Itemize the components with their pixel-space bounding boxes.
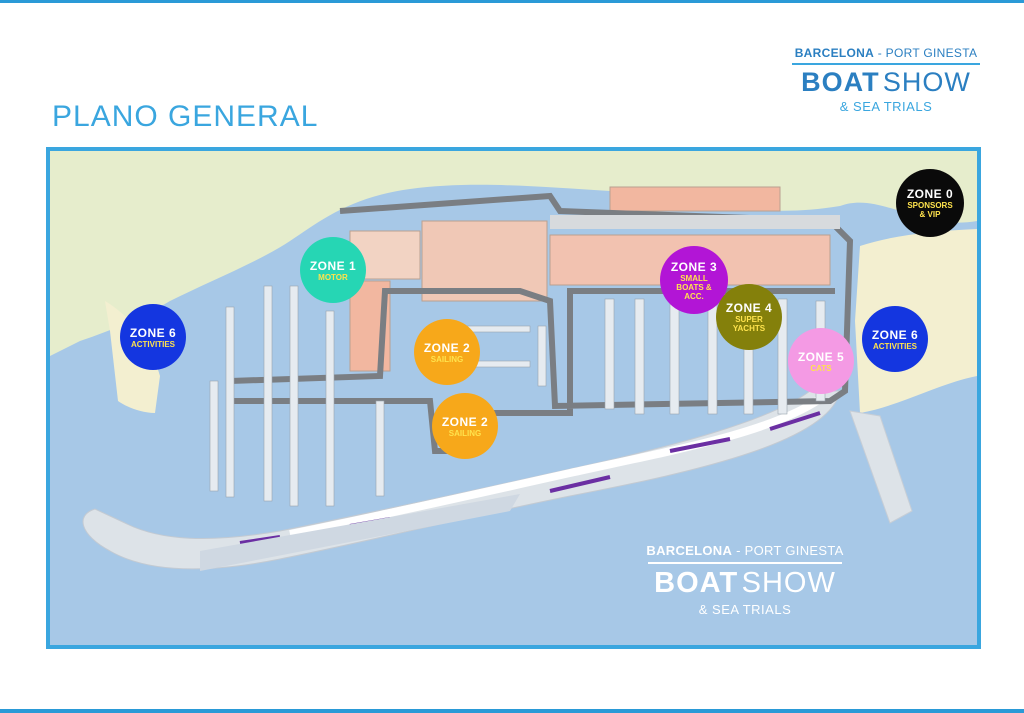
marina-plan-drawing (50, 151, 977, 571)
logo-divider (648, 562, 842, 564)
zone-subtitle: ACTIVITIES (872, 341, 917, 351)
zone-label: ZONE 4 (725, 301, 773, 315)
zone-1-marker[interactable]: ZONE 1 MOTOR (300, 237, 366, 303)
logo-location: BARCELONA - PORT GINESTA (786, 46, 986, 60)
promenade-main (289, 395, 823, 538)
zone-label: ZONE 2 (423, 340, 471, 355)
zone-subtitle: MOTOR (318, 272, 348, 282)
zone-subtitle: SPONSORS & VIP (907, 201, 953, 219)
logo-place: PORT GINESTA (885, 46, 978, 60)
zone-subtitle: CATS (810, 363, 832, 373)
zone-label: ZONE 2 (441, 414, 489, 429)
zone-2a-marker[interactable]: ZONE 2 SAILING (414, 319, 480, 385)
zone-label: ZONE 3 (670, 259, 718, 274)
logo-separator: - (732, 543, 745, 558)
pontoons-west (209, 285, 385, 507)
zone-label: ZONE 6 (871, 327, 919, 342)
quay-north (550, 215, 840, 229)
zone-subtitle: SUPER YACHTS (732, 315, 766, 333)
boat-show-logo-map: BARCELONA - PORT GINESTA BOAT SHOW & SEA… (640, 543, 850, 617)
building-block-b (421, 220, 548, 302)
zone-subtitle: SMALL BOATS & ACC. (676, 273, 712, 301)
logo-word-show: SHOW (741, 567, 836, 599)
building-north (609, 186, 781, 212)
zone-6b-marker[interactable]: ZONE 6 ACTIVITIES (862, 306, 928, 372)
logo-word-boat: BOAT (654, 567, 739, 599)
logo-word-show: SHOW (882, 67, 971, 97)
page-title: PLANO GENERAL (52, 100, 319, 133)
zone-label: ZONE 0 (906, 187, 954, 201)
logo-place: PORT GINESTA (744, 543, 844, 558)
zone-label: ZONE 1 (309, 258, 357, 273)
bottom-rule (0, 709, 1024, 713)
zone-5-marker[interactable]: ZONE 5 CATS (788, 328, 854, 394)
logo-wordmark: BOAT SHOW (786, 67, 986, 98)
zone-subtitle: ACTIVITIES (130, 339, 175, 349)
zone-6a-marker[interactable]: ZONE 6 ACTIVITIES (120, 304, 186, 370)
marina-map: ZONE 0 SPONSORS & VIP ZONE 1 MOTOR ZONE … (46, 147, 981, 649)
logo-city: BARCELONA (794, 46, 875, 60)
zone-label: ZONE 5 (797, 349, 845, 364)
zone-3-marker[interactable]: ZONE 3 SMALL BOATS & ACC. (660, 246, 728, 314)
logo-word-boat: BOAT (801, 67, 880, 97)
logo-city: BARCELONA (646, 543, 733, 558)
logo-subtitle: & SEA TRIALS (839, 99, 933, 114)
zone-4-marker[interactable]: ZONE 4 SUPER YACHTS (716, 284, 782, 350)
zone-label: ZONE 6 (129, 325, 177, 340)
boat-show-logo: BARCELONA - PORT GINESTA BOAT SHOW & SEA… (786, 46, 986, 114)
breakwater-east (849, 410, 913, 524)
logo-subtitle: & SEA TRIALS (698, 602, 792, 617)
zone-0-marker[interactable]: ZONE 0 SPONSORS & VIP (896, 169, 964, 237)
zone-subtitle: SAILING (448, 428, 482, 438)
logo-wordmark: BOAT SHOW (640, 567, 850, 600)
logo-location: BARCELONA - PORT GINESTA (640, 543, 850, 558)
zone-subtitle: SAILING (430, 354, 464, 364)
logo-separator: - (874, 46, 886, 60)
zone-2b-marker[interactable]: ZONE 2 SAILING (432, 393, 498, 459)
logo-divider (792, 63, 980, 65)
pier-west-arm (200, 494, 520, 571)
top-rule (0, 0, 1024, 3)
